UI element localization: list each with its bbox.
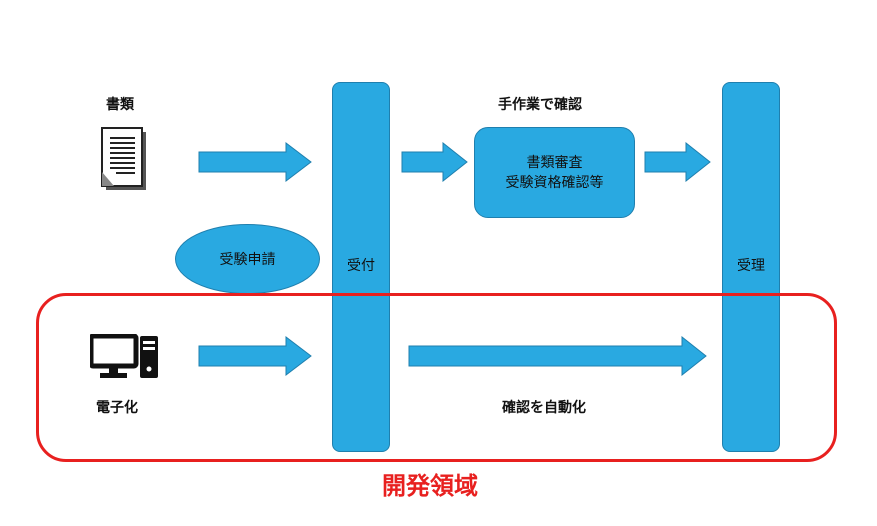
computer-icon <box>90 334 160 380</box>
arrow-reception-to-check <box>401 142 469 182</box>
arrow-check-to-acceptance <box>644 142 712 182</box>
application-ellipse: 受験申請 <box>175 224 320 294</box>
arrow-automated-check <box>408 336 708 376</box>
manual-check-heading: 手作業で確認 <box>498 97 582 113</box>
manual-check-line2: 受験資格確認等 <box>505 174 604 191</box>
arrow-electronic-to-reception <box>198 336 313 376</box>
reception-bar: 受付 <box>332 82 390 452</box>
application-ellipse-label: 受験申請 <box>219 252 276 268</box>
acceptance-bar-label: 受理 <box>737 258 765 274</box>
acceptance-bar: 受理 <box>722 82 780 452</box>
manual-check-box: 書類審査 受験資格確認等 <box>474 127 635 218</box>
reception-bar-label: 受付 <box>347 258 375 274</box>
document-icon <box>100 126 150 194</box>
manual-check-line1: 書類審査 <box>526 154 583 171</box>
development-area-label: 開発領域 <box>382 472 478 500</box>
automated-check-label: 確認を自動化 <box>502 400 586 416</box>
documents-label: 書類 <box>106 97 134 113</box>
arrow-documents-to-reception <box>198 142 313 182</box>
development-area-region <box>36 293 837 462</box>
electronic-label: 電子化 <box>96 400 138 416</box>
